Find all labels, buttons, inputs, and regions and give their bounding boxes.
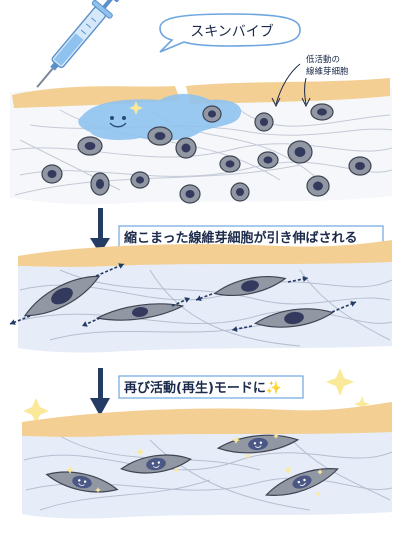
sparkle-icon	[95, 487, 101, 493]
stretched-cell	[95, 303, 185, 321]
fibroblast-label-line2: 線維芽細胞	[306, 66, 349, 77]
dormant-cell	[41, 164, 63, 184]
stretch-arrows	[9, 263, 357, 332]
stretch-arrow	[287, 276, 309, 283]
stretch-arrow	[331, 301, 357, 313]
fibroblast-label: 低活動の 線維芽細胞	[271, 54, 349, 108]
caption-reactivated-text: 再び活動(再生)モードに✨	[124, 380, 282, 396]
sparkle-icon	[273, 433, 279, 439]
syringe-icon	[36, 0, 119, 88]
dormant-cell	[202, 105, 222, 123]
product-callout: スキンバイブ	[159, 13, 301, 53]
dormant-cell	[348, 156, 372, 176]
injected-gel	[78, 94, 242, 141]
sparkle-icon: ✨	[266, 380, 282, 396]
panel-stretched-cells	[9, 240, 393, 353]
dermis-layer-2	[18, 260, 392, 353]
sparkle-icon	[245, 453, 251, 459]
down-arrow-icon	[90, 368, 110, 416]
sparkle-icon	[23, 368, 370, 424]
dormant-cell	[254, 112, 274, 132]
skin-surface-layer-2	[18, 240, 392, 267]
dormant-cell	[130, 171, 150, 189]
panel-skin-injection: スキンバイブ 低活動の 線維芽細胞	[10, 0, 393, 205]
dormant-cell	[147, 126, 173, 146]
smiley-icon	[109, 115, 127, 128]
caption-stretched-text: 縮こまった線維芽細胞が引き伸ばされる	[124, 230, 357, 246]
fiber-network-2	[19, 269, 393, 347]
sparkle-icon	[232, 436, 240, 444]
dormant-cell	[90, 172, 110, 196]
stretch-arrow	[195, 293, 213, 302]
reactivated-cells	[45, 433, 340, 497]
stretch-arrow	[95, 263, 125, 277]
dormant-cell	[230, 182, 250, 202]
reactivated-cell	[264, 468, 340, 496]
dormant-cell	[77, 136, 103, 156]
sparkle-icon	[284, 466, 292, 474]
dormant-cell	[219, 155, 241, 173]
caption-stretched: 縮こまった線維芽細胞が引き伸ばされる	[118, 225, 384, 249]
dormant-cell	[179, 184, 201, 204]
sparkle-icon	[317, 469, 323, 475]
dormant-cell	[175, 137, 197, 159]
down-arrow-icon	[90, 208, 110, 254]
stretch-arrow	[9, 315, 31, 325]
reactivated-cell	[120, 454, 192, 474]
sparkle-icon	[315, 491, 321, 497]
panel-reactivated-cells	[22, 402, 393, 519]
skin-surface-layer-3	[22, 402, 392, 437]
sparkle-icon	[66, 466, 74, 474]
stretched-cell	[213, 276, 287, 296]
sparkle-icon	[129, 101, 143, 115]
reactivated-cell	[45, 471, 119, 493]
stretch-arrow	[231, 325, 253, 332]
fibroblast-label-line1: 低活動の	[306, 54, 340, 65]
sparkle-icon	[173, 467, 179, 473]
stretched-cell	[23, 275, 101, 317]
sparkle-icon	[136, 448, 144, 456]
dormant-cell	[257, 151, 279, 169]
product-label: スキンバイブ	[190, 23, 274, 40]
skin-surface-layer-1b	[186, 78, 390, 104]
dormant-cells	[41, 103, 372, 204]
stretch-arrow	[81, 317, 101, 327]
dormant-cell	[310, 103, 334, 121]
stretch-arrow	[171, 297, 191, 307]
dormant-cell	[306, 175, 330, 197]
dormant-cell	[287, 140, 313, 164]
caption-reactivated: 再び活動(再生)モードに✨	[118, 375, 304, 399]
